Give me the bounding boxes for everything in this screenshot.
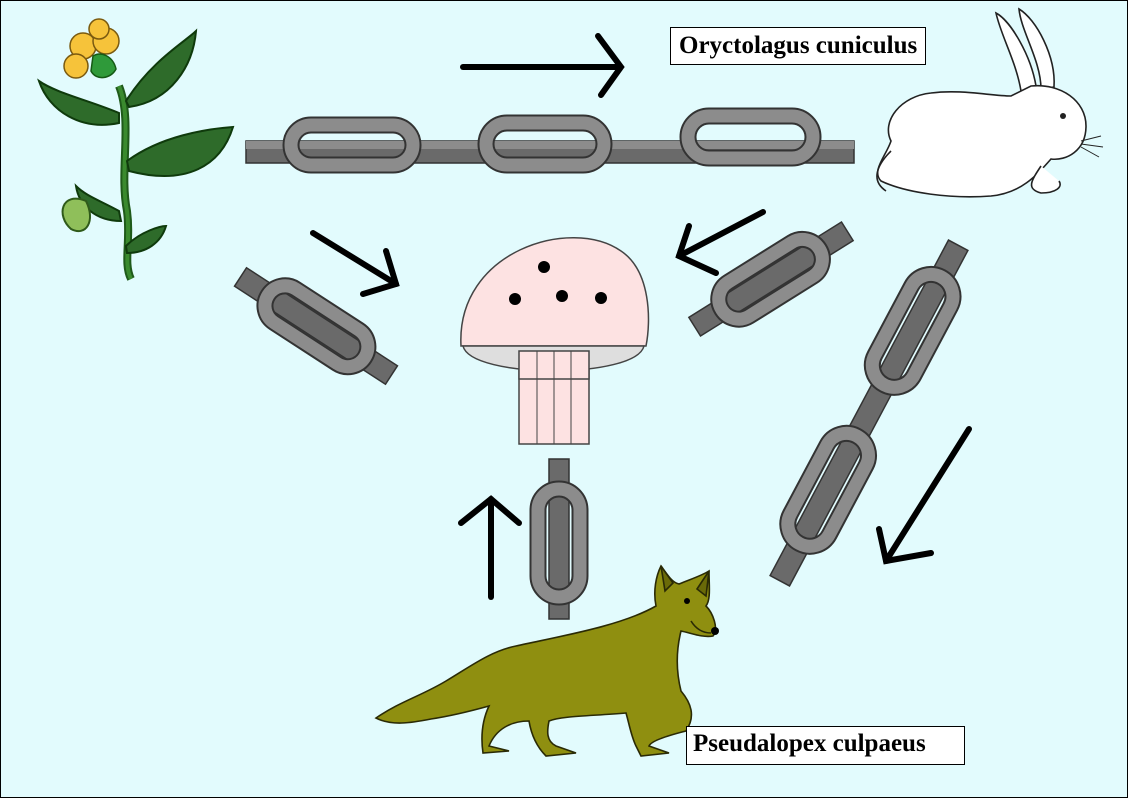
chain-icon-bottom [529, 458, 589, 620]
plant-icon [37, 18, 235, 281]
arrow-icon-top [460, 33, 625, 98]
chain-icon-right-long [769, 239, 969, 587]
chain-icon-top [245, 107, 855, 174]
arrow-icon-bottom [458, 495, 522, 600]
chain-icon-right-upper [687, 220, 855, 338]
rabbit-species-label: Oryctolagus cuniculus [670, 27, 927, 65]
fox-icon [374, 564, 719, 757]
flower-icon [63, 18, 120, 79]
arrow-icon-right-upper [675, 209, 766, 276]
rabbit-icon [876, 7, 1104, 198]
mushroom-icon [460, 237, 650, 445]
chain-icon-left [233, 266, 399, 386]
fox-species-label: Pseudalopex culpaeus [686, 726, 965, 765]
arrow-icon-right-long [876, 426, 972, 565]
arrow-icon-left [310, 230, 400, 297]
